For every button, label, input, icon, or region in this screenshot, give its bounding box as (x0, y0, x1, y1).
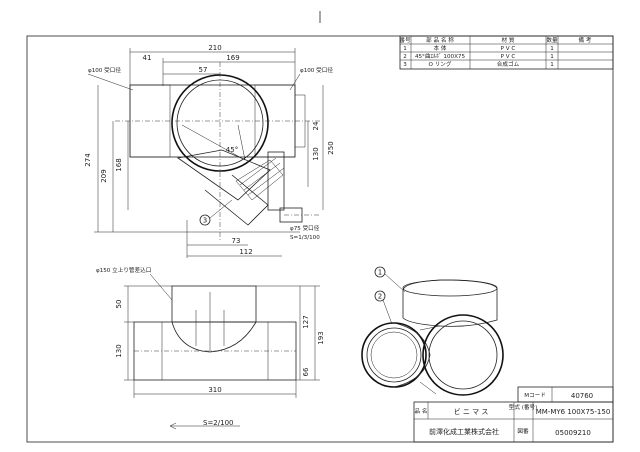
drawing-no-value: 05009210 (555, 429, 591, 437)
parts-row-material: P V C (501, 54, 516, 60)
iso-right-pipe-inner (428, 320, 498, 390)
dim-112: 112 (239, 248, 252, 256)
dim-front-66: 66 (302, 367, 310, 376)
parts-row-name: 本 体 (434, 44, 447, 52)
dim-front-50: 50 (115, 300, 123, 309)
parts-row-material: P V C (501, 46, 516, 52)
dim-250: 250 (327, 141, 335, 154)
parts-header-name: 部 品 名 称 (426, 36, 454, 44)
front-view: φ150 立上り管差込口 50 130 127 193 66 310 S=2/1… (96, 266, 325, 430)
label-right-socket: φ100 受口径 (300, 66, 333, 74)
dim-169: 169 (226, 54, 239, 62)
model-value: MM-MY6 100X75-150 (536, 408, 611, 416)
parts-row-no: 3 (403, 62, 407, 68)
balloon-1-label: 1 (378, 269, 382, 277)
dim-130: 130 (312, 147, 320, 160)
parts-header-note: 備 考 (579, 36, 592, 44)
balloon-3-label: 3 (203, 217, 207, 225)
parts-row-no: 2 (403, 54, 407, 60)
company-name: 前澤化成工業株式会社 (429, 427, 499, 436)
dim-front-310: 310 (208, 386, 221, 394)
product-label: 品 名 (415, 407, 428, 415)
parts-row-material: 合成ゴム (497, 60, 520, 68)
iso-view: 1 2 (361, 266, 504, 396)
dim-front-127: 127 (302, 315, 310, 328)
sheet-border (26, 35, 614, 443)
balloon-1 (374, 266, 386, 278)
product-name: ビ ニ マ ス (454, 407, 489, 416)
dim-57: 57 (199, 66, 208, 74)
top-view: 210 169 41 57 φ100 受口径 φ100 受口径 274 209 … (84, 44, 335, 258)
dim-73: 73 (232, 237, 241, 245)
dim-front-193: 193 (317, 331, 325, 344)
label-scale-front: S=2/100 (203, 419, 233, 427)
parts-row-name: O リング (429, 60, 452, 68)
parts-header-qty: 数量 (546, 36, 558, 44)
parts-row-name: 45°曲ｴﾙﾎﾞ 100X75 (415, 52, 466, 60)
dim-45-degree: 45° (226, 146, 238, 154)
dim-41: 41 (143, 54, 152, 62)
label-left-socket: φ100 受口径 (88, 66, 121, 74)
front-riser (171, 285, 257, 323)
dim-front-130: 130 (115, 344, 123, 357)
parts-row-no: 1 (403, 46, 407, 52)
model-label: 型式 (番号) (509, 403, 538, 411)
dim-274: 274 (84, 153, 92, 167)
parts-table: 番号 部 品 名 称 材 質 数量 備 考 1 本 体 P V C 1 2 45… (399, 35, 614, 70)
parts-header-material: 材 質 (502, 36, 515, 44)
parts-row-qty: 1 (550, 62, 554, 68)
iso-right-pipe-outer (422, 314, 504, 396)
iso-left-pipe-mid (366, 327, 422, 383)
title-block: Mコード 40760 品 名 ビ ニ マ ス 型式 (番号) MM-MY6 10… (413, 386, 614, 443)
dim-210: 210 (208, 44, 221, 52)
iso-left-pipe-inner (370, 331, 418, 379)
balloon-3 (199, 214, 211, 226)
parts-row-qty: 1 (550, 54, 554, 60)
balloon-2-label: 2 (378, 293, 382, 301)
parts-header-no: 番号 (399, 37, 411, 44)
dim-209: 209 (100, 169, 108, 182)
dim-168: 168 (115, 158, 123, 171)
mcode-value: 40760 (571, 392, 593, 400)
drawing-no-label: 図番 (517, 428, 529, 435)
label-small-outlet: φ75 受口径 (290, 224, 320, 232)
mcode-label: Mコード (524, 392, 546, 399)
label-top-socket: φ150 立上り管差込口 (96, 266, 151, 274)
parts-row-qty: 1 (550, 46, 554, 52)
label-scale-top: S=1/3/100 (290, 235, 320, 241)
dim-24: 24 (312, 121, 320, 130)
balloon-2 (374, 290, 386, 302)
